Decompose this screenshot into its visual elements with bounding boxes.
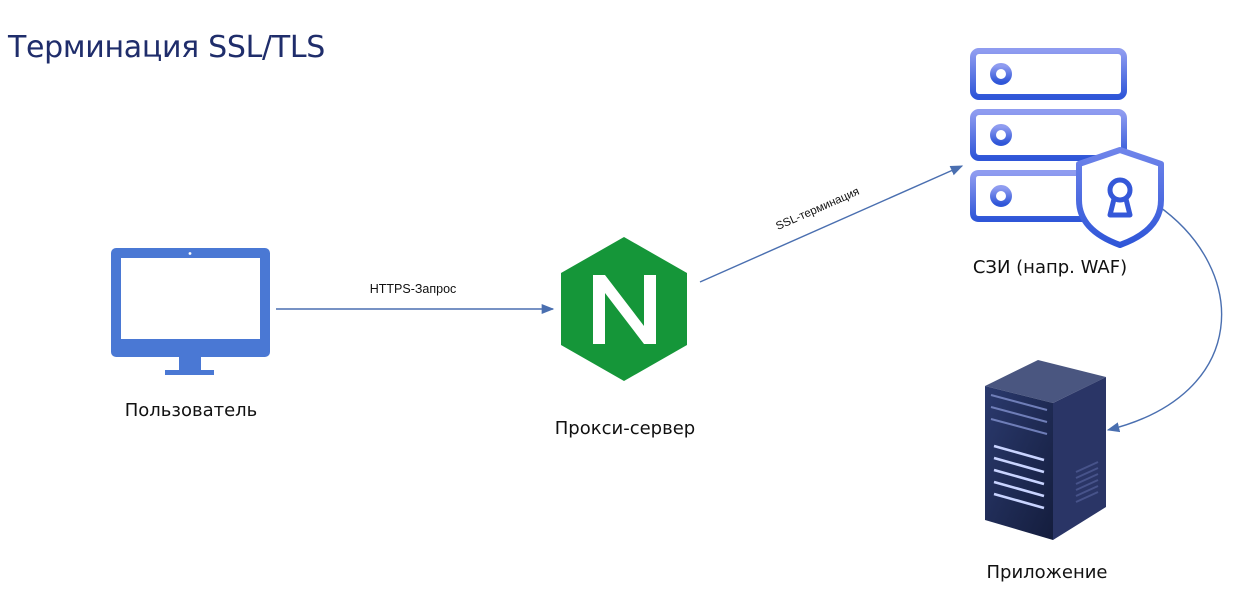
node-label-app: Приложение [986, 562, 1108, 583]
arrow-waf-to-app [1106, 204, 1223, 433]
page-title: Терминация SSL/TLS [8, 30, 326, 65]
node-label-user: Пользователь [124, 400, 258, 421]
nginx-icon [561, 237, 687, 381]
edge-proxy-to-waf: SSL-терминация [699, 165, 964, 283]
server-rack-icon [985, 360, 1106, 540]
edge-label-ssl-termination: SSL-терминация [774, 186, 861, 233]
node-label-waf: СЗИ (напр. WAF) [972, 257, 1128, 278]
arrow-ssl-termination [699, 165, 964, 283]
node-label-proxy: Прокси-сервер [554, 418, 696, 439]
edge-waf-to-app [1106, 204, 1223, 433]
edge-user-to-proxy: HTTPS-Запрос [276, 282, 555, 315]
edge-label-https-request: HTTPS-Запрос [370, 282, 457, 296]
server-shield-icon [970, 48, 1164, 248]
monitor-icon [111, 248, 270, 375]
